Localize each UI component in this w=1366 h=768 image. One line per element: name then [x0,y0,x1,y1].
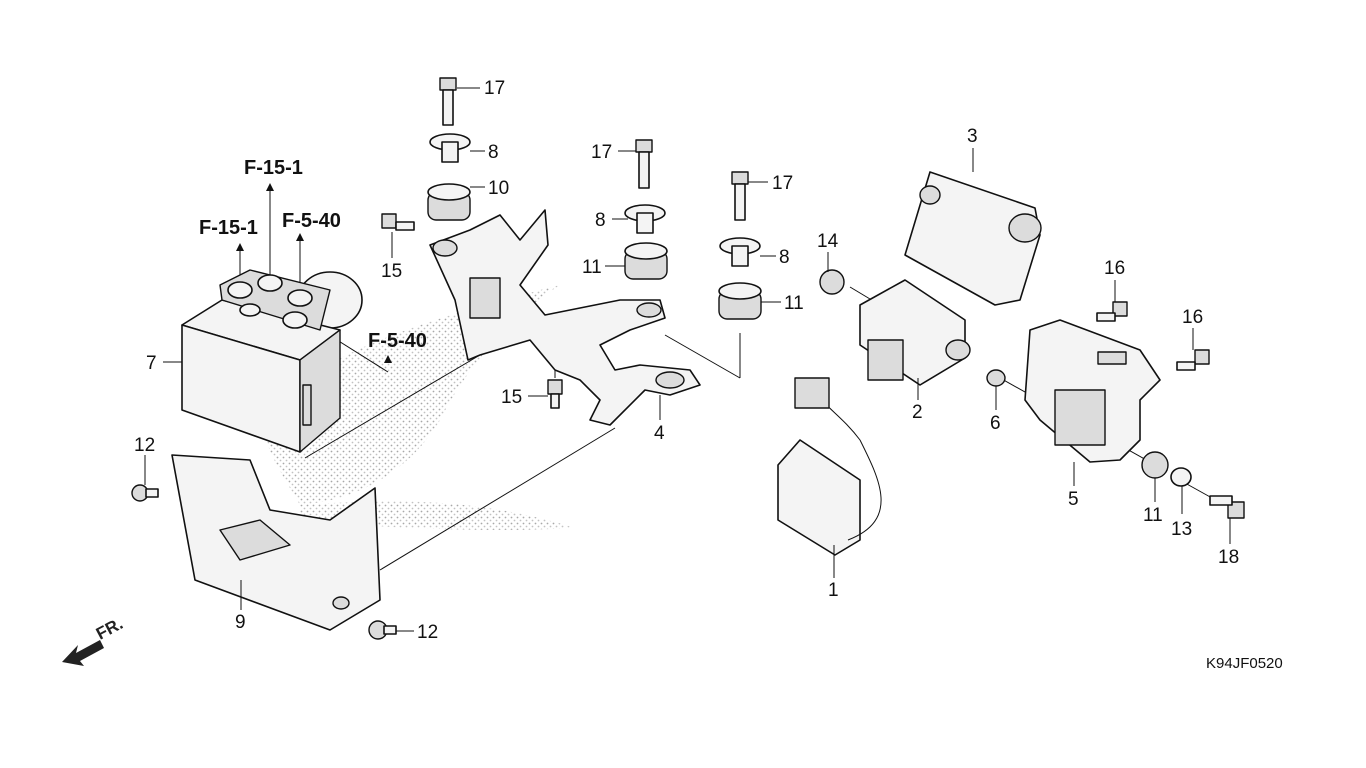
ref-f15-left: F-15-1 [199,217,258,239]
callout-4: 4 [654,423,665,444]
callout-18: 18 [1218,547,1239,568]
callout-5: 5 [1068,489,1079,510]
washer-13-part [1170,467,1192,487]
callout-12-a: 12 [134,435,155,456]
collar-8-a [429,133,471,163]
drawing-code: K94JF0520 [1206,655,1283,672]
bolt-18-part [1209,495,1245,519]
reference-labels: F-15-1 F-15-1 F-5-40 F-5-40 [199,157,427,352]
callout-6: 6 [990,413,1001,434]
rubber-mount-11-a [427,183,471,221]
front-direction-indicator: FR. [62,614,126,666]
abs-modulator-part [181,269,363,453]
bolt-17-top [439,77,457,126]
callout-8-b: 8 [595,210,606,231]
collar-8-c [719,237,761,267]
callout-11-a: 10 [488,178,509,199]
callout-16-a: 16 [1104,258,1125,279]
ref-f15-top: F-15-1 [244,157,303,179]
modulator-cover-part [171,454,381,631]
grommet-10-part [1141,451,1169,479]
bolt-15-b [547,379,563,409]
callout-13: 13 [1171,519,1192,540]
wire-harness-part [777,377,882,556]
callout-16-b: 16 [1182,307,1203,328]
callout-17-right: 17 [772,173,793,194]
callout-11-b: 11 [582,257,602,278]
callout-9: 9 [235,612,246,633]
bolt-17-mid [635,139,653,189]
callout-11-c: 11 [784,293,804,314]
ref-f540-right: F-5-40 [368,330,427,352]
callout-17-mid: 17 [591,142,612,163]
callout-labels: 17 8 10 17 8 11 17 8 11 15 15 4 7 12 9 1… [134,78,1239,643]
callout-10: 11 [1143,505,1163,526]
rubber-mount-11-b [624,242,668,280]
bolt-16-a [1096,301,1128,322]
washer-6-part [986,369,1006,387]
reference-arrows [236,183,392,363]
callout-15-a: 15 [381,261,402,282]
callout-12-b: 12 [417,622,438,643]
sensor-bracket-plate-part [1024,319,1161,463]
front-arrow-icon [62,640,104,666]
front-direction-label: FR. [93,614,126,644]
callout-leaders [144,87,1231,632]
callout-15-b: 15 [501,387,522,408]
screw-12-b [368,620,397,640]
callout-3: 3 [967,126,978,147]
bolt-17-right [731,171,749,221]
callout-1: 1 [828,580,839,601]
callout-2: 2 [912,402,923,423]
modulator-bracket-part [429,209,701,426]
callout-8-a: 8 [488,142,499,163]
collar-8-b [624,204,666,234]
callout-7: 7 [146,353,157,374]
bolt-15-a [381,213,415,231]
screw-12-a [131,484,159,502]
grommet-14-part [819,269,845,295]
callout-17-top: 17 [484,78,505,99]
sensor-unit-part [859,279,971,386]
rubber-mount-11-c [718,282,762,320]
callout-14: 14 [817,231,839,252]
callout-8-c: 8 [779,247,790,268]
bolt-16-b [1176,349,1210,371]
ref-f540-top: F-5-40 [282,210,341,232]
sensor-cover-part [904,171,1042,306]
